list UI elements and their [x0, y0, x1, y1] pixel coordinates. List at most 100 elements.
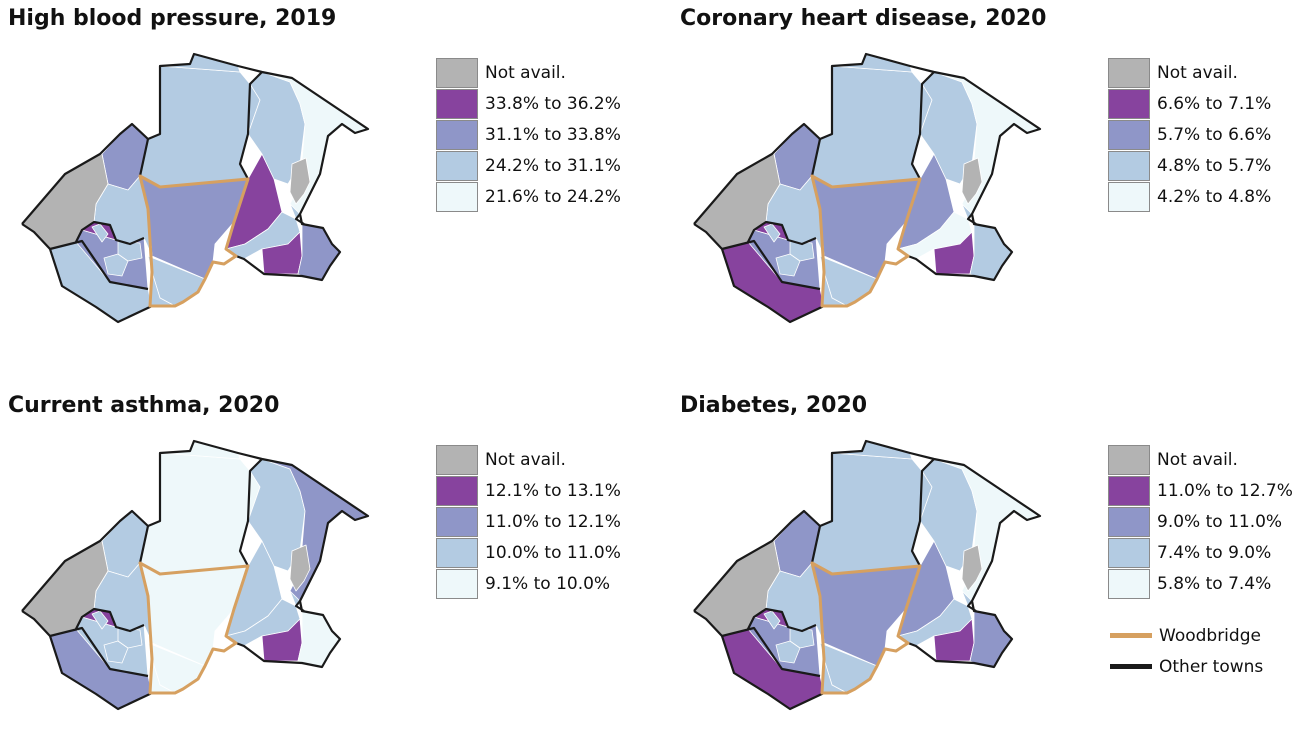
woodbridge-boundary — [810, 174, 922, 308]
legend-item-bin-1: 4.2% to 4.8% — [1108, 181, 1271, 212]
legend-swatch — [1108, 57, 1150, 88]
legend-swatch — [436, 119, 478, 150]
legend-item-bin-2: 10.0% to 11.0% — [436, 537, 621, 568]
census-tract-sm2 — [775, 253, 801, 277]
census-tract-wf — [91, 610, 109, 630]
legend-swatch — [1108, 506, 1150, 537]
legend-swatch — [1108, 444, 1150, 475]
census-tract-gr — [961, 157, 983, 205]
town-boundary-5 — [747, 220, 817, 246]
legend-item-not-available: Not avail. — [436, 444, 621, 475]
boundary-legend: Woodbridge Other towns — [1110, 620, 1263, 682]
legend-swatch — [1108, 119, 1150, 150]
legend-swatch — [436, 537, 478, 568]
map-panel-coronary-heart-disease: Coronary heart disease, 2020 Not avail. … — [672, 0, 1305, 354]
census-tract-sm3 — [117, 627, 143, 649]
legend-item-not-available: Not avail. — [436, 57, 621, 88]
town-boundary-1 — [693, 610, 826, 711]
legend-item-bin-1: 5.8% to 7.4% — [1108, 568, 1293, 599]
woodbridge-line-swatch — [1110, 633, 1152, 638]
legend-item-bin-3: 31.1% to 33.8% — [436, 119, 621, 150]
town-boundary-6 — [49, 239, 149, 291]
census-tract-wf — [91, 223, 109, 243]
color-legend: Not avail. 33.8% to 36.2% 31.1% to 33.8%… — [436, 57, 621, 212]
census-tract-gr — [289, 157, 311, 205]
legend-item-bin-1: 9.1% to 10.0% — [436, 568, 621, 599]
town-boundary-2 — [810, 138, 822, 177]
town-boundary-0 — [21, 52, 370, 282]
panel-title: Current asthma, 2020 — [8, 393, 280, 418]
legend-item-bin-3: 5.7% to 6.6% — [1108, 119, 1271, 150]
panel-title: Diabetes, 2020 — [680, 393, 868, 418]
legend-swatch — [1108, 150, 1150, 181]
legend-item-woodbridge: Woodbridge — [1110, 620, 1263, 651]
map-panel-diabetes: Diabetes, 2020 Not avail. 11.0% to 12.7%… — [672, 387, 1305, 741]
town-boundary-3 — [910, 458, 935, 567]
color-legend: Not avail. 6.6% to 7.1% 5.7% to 6.6% 4.8… — [1108, 57, 1271, 212]
town-boundary-4 — [966, 213, 977, 225]
legend-swatch — [436, 57, 478, 88]
legend-swatch — [436, 444, 478, 475]
legend-item-other-towns: Other towns — [1110, 651, 1263, 682]
town-boundary-5 — [75, 220, 145, 246]
census-tract-sm3 — [117, 240, 143, 262]
town-boundary-3 — [910, 71, 935, 180]
town-boundary-6 — [49, 626, 149, 678]
town-boundary-0 — [21, 439, 370, 669]
town-boundary-1 — [21, 223, 154, 324]
legend-swatch — [436, 88, 478, 119]
legend-item-bin-1: 21.6% to 24.2% — [436, 181, 621, 212]
town-boundary-0 — [693, 439, 1042, 669]
town-boundary-6 — [721, 626, 821, 678]
census-tract-ed — [297, 610, 341, 668]
woodbridge-boundary — [810, 561, 922, 695]
panel-title: High blood pressure, 2019 — [8, 6, 337, 31]
legend-swatch — [1108, 568, 1150, 599]
choropleth-map — [21, 439, 370, 711]
town-boundary-2 — [810, 525, 822, 564]
census-tract-sm2 — [775, 640, 801, 664]
color-legend: Not avail. 12.1% to 13.1% 11.0% to 12.1%… — [436, 444, 621, 599]
legend-swatch — [1108, 181, 1150, 212]
town-boundary-4 — [294, 600, 305, 612]
census-tract-sm2 — [103, 640, 129, 664]
census-tract-sm2 — [103, 253, 129, 277]
census-tract-gr — [961, 544, 983, 592]
legend-swatch — [436, 568, 478, 599]
census-tract-ed — [297, 223, 341, 281]
legend-item-bin-3: 11.0% to 12.1% — [436, 506, 621, 537]
choropleth-map — [21, 52, 370, 324]
legend-item-bin-2: 4.8% to 5.7% — [1108, 150, 1271, 181]
legend-item-bin-4: 11.0% to 12.7% — [1108, 475, 1293, 506]
town-boundary-5 — [75, 607, 145, 633]
map-panel-current-asthma: Current asthma, 2020 Not avail. 12.1% to… — [0, 387, 652, 741]
town-boundary-4 — [294, 213, 305, 225]
color-legend: Not avail. 11.0% to 12.7% 9.0% to 11.0% … — [1108, 444, 1293, 599]
town-boundary-3 — [238, 458, 263, 567]
town-boundary-5 — [747, 607, 817, 633]
legend-swatch — [436, 475, 478, 506]
other-towns-line-swatch — [1110, 664, 1152, 669]
legend-item-not-available: Not avail. — [1108, 57, 1271, 88]
legend-item-bin-2: 7.4% to 9.0% — [1108, 537, 1293, 568]
map-panel-high-blood-pressure: High blood pressure, 2019 Not avail. 33.… — [0, 0, 652, 354]
legend-item-bin-2: 24.2% to 31.1% — [436, 150, 621, 181]
census-tract-ed — [969, 610, 1013, 668]
legend-swatch — [436, 506, 478, 537]
census-tract-gr — [289, 544, 311, 592]
town-boundary-1 — [21, 610, 154, 711]
town-boundary-2 — [138, 525, 150, 564]
legend-item-bin-4: 12.1% to 13.1% — [436, 475, 621, 506]
town-boundary-6 — [721, 239, 821, 291]
census-tract-wf — [763, 610, 781, 630]
woodbridge-boundary — [138, 174, 250, 308]
legend-item-bin-4: 33.8% to 36.2% — [436, 88, 621, 119]
legend-swatch — [436, 150, 478, 181]
census-tract-wf — [763, 223, 781, 243]
census-tract-sm3 — [789, 240, 815, 262]
town-boundary-2 — [138, 138, 150, 177]
choropleth-map — [693, 439, 1042, 711]
legend-swatch — [1108, 88, 1150, 119]
legend-swatch — [1108, 537, 1150, 568]
panel-title: Coronary heart disease, 2020 — [680, 6, 1047, 31]
